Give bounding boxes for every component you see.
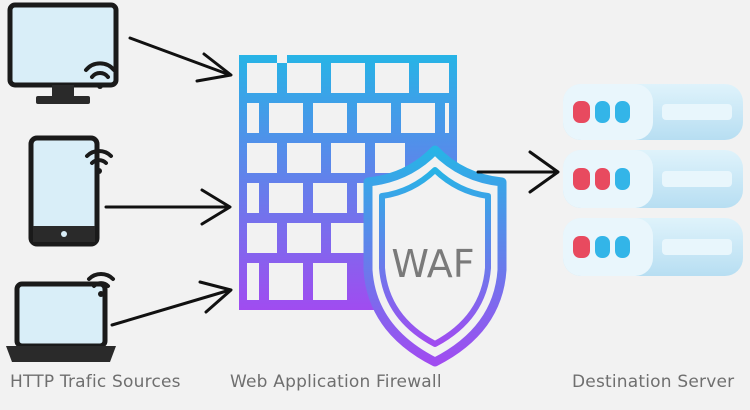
monitor-wifi-icon <box>7 2 119 104</box>
status-light-red <box>573 168 590 190</box>
server-unit-1 <box>563 84 743 140</box>
status-light-blue <box>595 236 610 258</box>
tablet-wifi-icon <box>28 135 113 247</box>
status-light-red <box>573 101 590 123</box>
shield-label: WAF <box>391 242 474 286</box>
status-light-blue <box>615 168 630 190</box>
status-light-blue <box>595 101 610 123</box>
wifi-icon <box>84 61 116 89</box>
arrow-laptop-to-firewall <box>110 280 233 327</box>
status-light-blue <box>615 101 630 123</box>
laptop-wifi-icon <box>6 272 116 362</box>
firewall-caption: Web Application Firewall <box>230 372 442 392</box>
server-rack-icon <box>563 84 743 276</box>
shield-icon: WAF <box>363 145 507 367</box>
wifi-icon <box>85 149 113 174</box>
sources-caption: HTTP Trafic Sources <box>10 372 181 392</box>
arrow-monitor-to-firewall <box>128 36 233 83</box>
status-light-red <box>573 236 590 258</box>
arrow-tablet-to-firewall <box>104 188 232 226</box>
wifi-icon <box>87 272 115 297</box>
server-unit-3 <box>563 218 743 276</box>
status-light-blue <box>615 236 630 258</box>
server-caption: Destination Server <box>572 372 735 392</box>
arrow-firewall-to-server <box>476 150 560 194</box>
status-light-red <box>595 168 610 190</box>
server-unit-2 <box>563 150 743 208</box>
